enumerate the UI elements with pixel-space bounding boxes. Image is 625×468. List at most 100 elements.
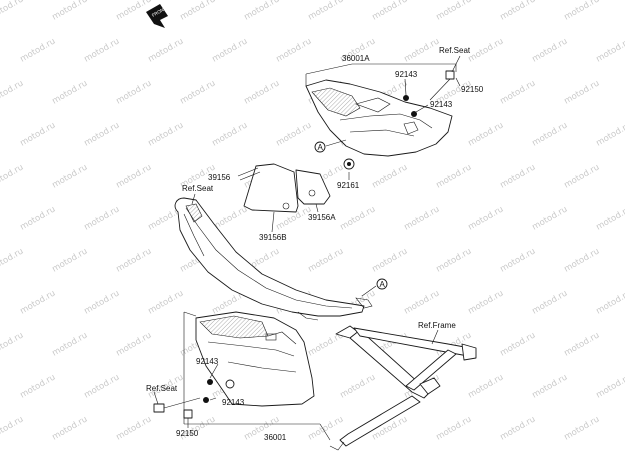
callout-a-mid-text: A xyxy=(380,280,386,289)
pad-39156A xyxy=(295,169,331,205)
watermark-text: motod.ru xyxy=(275,36,314,64)
watermark-text: motod.ru xyxy=(499,246,538,274)
label-92143-top-a: 92143 xyxy=(395,70,418,79)
label-92150-top: 92150 xyxy=(461,85,484,94)
watermark-text: motod.ru xyxy=(467,288,506,316)
label-ref-frame: Ref.Frame xyxy=(418,321,456,330)
watermark-text: motod.ru xyxy=(307,0,346,23)
watermark-text: motod.ru xyxy=(595,288,625,316)
watermark-text: motod.ru xyxy=(435,0,474,23)
label-39156B: 39156B xyxy=(259,233,287,242)
watermark-text: motod.ru xyxy=(211,36,250,64)
watermark-text: motod.ru xyxy=(211,120,250,148)
watermark-text: motod.ru xyxy=(243,78,282,106)
watermark-text: motod.ru xyxy=(115,78,154,106)
part-labels: 36001A Ref.Seat 92143 92150 92143 39156 … xyxy=(146,46,484,442)
watermark-text: motod.ru xyxy=(51,162,90,190)
seat xyxy=(174,197,373,321)
watermark-text: motod.ru xyxy=(531,120,570,148)
watermark-text: motod.ru xyxy=(403,288,442,316)
grommet-92161 xyxy=(343,158,355,170)
watermark-text: motod.ru xyxy=(51,330,90,358)
subframe xyxy=(329,325,477,451)
watermark-text: motod.ru xyxy=(275,120,314,148)
watermark-text: motod.ru xyxy=(83,204,122,232)
watermark-text: motod.ru xyxy=(563,162,602,190)
watermark-text: motod.ru xyxy=(467,36,506,64)
grommet-lower xyxy=(225,379,235,389)
watermark-text: motod.ru xyxy=(0,0,25,23)
label-36001: 36001 xyxy=(264,433,287,442)
label-92150-low: 92150 xyxy=(176,429,199,438)
watermark-text: motod.ru xyxy=(595,204,625,232)
watermark-text: motod.ru xyxy=(595,372,625,400)
label-36001A: 36001A xyxy=(342,54,370,63)
watermark-text: motod.ru xyxy=(115,246,154,274)
label-92143-top-b: 92143 xyxy=(430,100,453,109)
watermark-text: motod.ru xyxy=(51,414,90,442)
label-92143-low-a: 92143 xyxy=(196,357,219,366)
watermark-text: motod.ru xyxy=(371,246,410,274)
watermark-text: motod.ru xyxy=(179,78,218,106)
label-39156A: 39156A xyxy=(308,213,336,222)
label-39156: 39156 xyxy=(208,173,231,182)
watermark-text: motod.ru xyxy=(307,246,346,274)
watermark-text: motod.ru xyxy=(19,36,58,64)
tape-39156 xyxy=(237,167,261,181)
label-ref-seat-top: Ref.Seat xyxy=(439,46,471,55)
watermark-text: motod.ru xyxy=(0,330,25,358)
watermark-text: motod.ru xyxy=(19,372,58,400)
watermark-text: motod.ru xyxy=(147,36,186,64)
watermark-text: motod.ru xyxy=(467,372,506,400)
watermark-text: motod.ru xyxy=(499,78,538,106)
watermark-text: motod.ru xyxy=(147,288,186,316)
watermark-text: motod.ru xyxy=(83,372,122,400)
watermark-text: motod.ru xyxy=(339,204,378,232)
watermark-text: motod.ru xyxy=(531,204,570,232)
watermark-text: motod.ru xyxy=(0,162,25,190)
watermark-text: motod.ru xyxy=(115,162,154,190)
watermark-text: motod.ru xyxy=(339,372,378,400)
watermark-text: motod.ru xyxy=(595,36,625,64)
watermark-text: motod.ru xyxy=(19,204,58,232)
label-92143-low-b: 92143 xyxy=(222,398,245,407)
watermark-text: motod.ru xyxy=(435,246,474,274)
watermark-text: motod.ru xyxy=(403,204,442,232)
side-cover-36001A xyxy=(305,79,453,157)
watermark-text: motod.ru xyxy=(371,162,410,190)
watermark-text: motod.ru xyxy=(499,330,538,358)
watermark-text: motod.ru xyxy=(307,414,346,442)
label-92161: 92161 xyxy=(337,181,360,190)
watermark-text: motod.ru xyxy=(0,246,25,274)
watermark-text: motod.ru xyxy=(435,414,474,442)
watermark-text: motod.ru xyxy=(51,0,90,23)
watermark-text: motod.ru xyxy=(563,414,602,442)
pad-39156B xyxy=(243,163,299,213)
watermark-text: motod.ru xyxy=(595,120,625,148)
watermark-text: motod.ru xyxy=(371,0,410,23)
callout-a-upper: A xyxy=(314,139,347,153)
watermark-text: motod.ru xyxy=(83,288,122,316)
watermark-text: motod.ru xyxy=(563,330,602,358)
callout-a-mid: A xyxy=(361,278,388,297)
collar-92143-lower-a xyxy=(207,379,213,385)
watermark-text: motod.ru xyxy=(115,414,154,442)
watermark-text: motod.ru xyxy=(563,246,602,274)
label-ref-seat-mid: Ref.Seat xyxy=(182,184,214,193)
watermark-text: motod.ru xyxy=(0,78,25,106)
watermark-text: motod.ru xyxy=(499,162,538,190)
watermark-text: motod.ru xyxy=(0,414,25,442)
collar-92143-upper-a xyxy=(403,95,409,101)
bolt-ref-seat-lower xyxy=(153,397,201,413)
watermark-text: motod.ru xyxy=(51,78,90,106)
watermark-text: motod.ru xyxy=(531,36,570,64)
front-direction-icon: FRONT xyxy=(146,4,168,28)
watermark-text: motod.ru xyxy=(83,36,122,64)
watermark-text: motod.ru xyxy=(467,204,506,232)
watermark-text: motod.ru xyxy=(19,120,58,148)
collar-92143-upper-b xyxy=(411,111,417,117)
callout-a-upper-text: A xyxy=(318,143,324,152)
watermark-text: motod.ru xyxy=(499,414,538,442)
watermark-text: motod.ru xyxy=(243,0,282,23)
